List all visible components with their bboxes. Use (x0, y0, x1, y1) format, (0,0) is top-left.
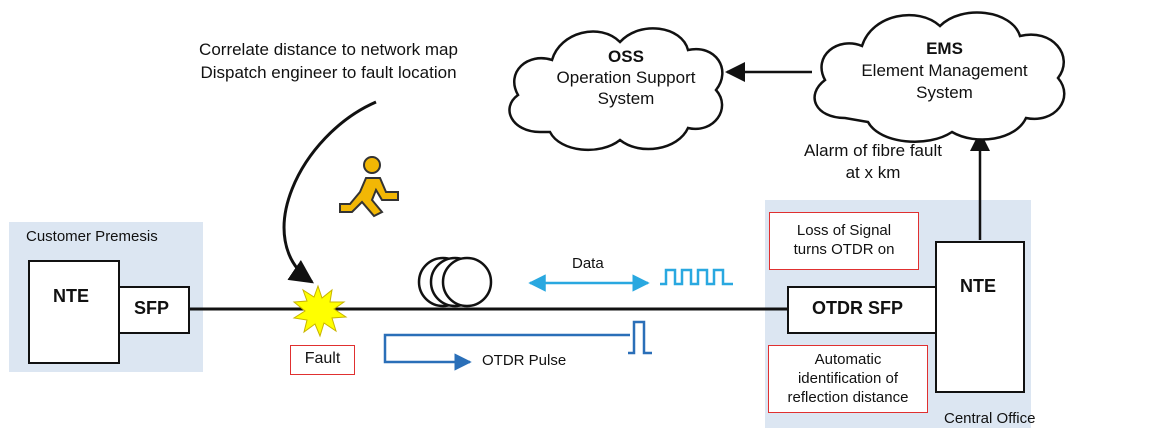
oss-line1: Operation Support (556, 68, 696, 87)
oss-cloud-shape (508, 27, 724, 152)
oss-line2: System (597, 89, 655, 108)
loss-of-signal-line2: turns OTDR on (793, 241, 895, 258)
auto-identification-callout: Automatic identification of reflection d… (768, 345, 928, 413)
oss-title: OSS (608, 47, 644, 66)
ems-line2: System (916, 83, 973, 102)
alarm-line1: Alarm of fibre fault (804, 141, 942, 160)
oss-cloud-text: OSS Operation Support System (526, 46, 726, 109)
fault-callout: Fault (290, 345, 355, 375)
fault-label: Fault (304, 350, 341, 367)
customer-sfp-label: SFP (134, 298, 170, 318)
dispatch-text: Correlate distance to network map Dispat… (156, 38, 501, 84)
running-person-icon (339, 156, 399, 218)
auto-id-line2: identification of (797, 370, 899, 387)
fibre-spool-icon (417, 256, 493, 308)
otdr-sfp-label: OTDR SFP (812, 298, 904, 318)
dispatch-line1: Correlate distance to network map (199, 40, 458, 59)
starburst-icon (292, 284, 348, 338)
dispatch-line2: Dispatch engineer to fault location (200, 63, 457, 82)
square-wave-icon (660, 268, 733, 286)
central-office-label: Central Office (944, 410, 1036, 427)
otdr-pulse-label: OTDR Pulse (482, 352, 567, 369)
alarm-text: Alarm of fibre fault at x km (778, 140, 968, 184)
loss-of-signal-callout: Loss of Signal turns OTDR on (769, 212, 919, 270)
central-nte-box (935, 241, 1025, 393)
customer-premises-label: Customer Premesis (26, 228, 158, 245)
data-label: Data (572, 255, 604, 272)
otdr-pulse-arrow (383, 333, 630, 371)
alarm-line2: at x km (845, 163, 901, 182)
auto-id-line3: reflection distance (787, 389, 909, 406)
customer-nte-label: NTE (53, 286, 89, 306)
customer-nte-box (28, 260, 120, 364)
central-nte-label: NTE (960, 276, 996, 296)
dispatch-arrow (282, 100, 377, 284)
otdr-sfp-box (787, 286, 937, 334)
single-pulse-icon (628, 320, 652, 355)
auto-id-line1: Automatic (814, 351, 882, 368)
loss-of-signal-line1: Loss of Signal (796, 222, 892, 239)
ems-cloud-shape (813, 11, 1066, 143)
ems-cloud-text: EMS Element Management System (832, 38, 1057, 104)
customer-sfp-box (118, 286, 190, 334)
ems-line1: Element Management (861, 61, 1028, 80)
ems-title: EMS (926, 39, 963, 58)
